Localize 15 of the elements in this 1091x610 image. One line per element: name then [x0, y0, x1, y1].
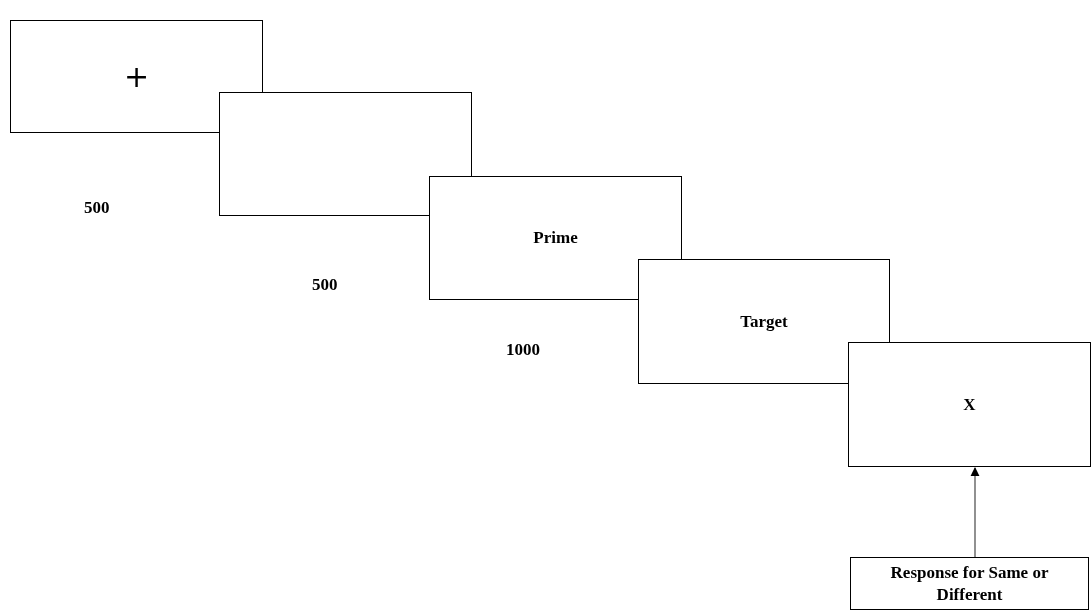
screen-box [638, 259, 890, 384]
duration-label: 500 [84, 198, 110, 218]
stimulus-label: Target [740, 310, 788, 333]
response-box [850, 557, 1089, 610]
duration-label: 500 [312, 275, 338, 295]
stimulus-label: Prime [533, 227, 578, 249]
response-text: Response for Same or Different [889, 562, 1050, 605]
arrow [970, 467, 980, 558]
stimulus-label: X [963, 393, 976, 416]
screen-box [219, 92, 472, 216]
duration-label: 1000 [506, 340, 540, 360]
screen-box [848, 342, 1091, 467]
screen-box [10, 20, 263, 133]
screen-box [429, 176, 682, 300]
fixation-cross: + [123, 57, 150, 96]
